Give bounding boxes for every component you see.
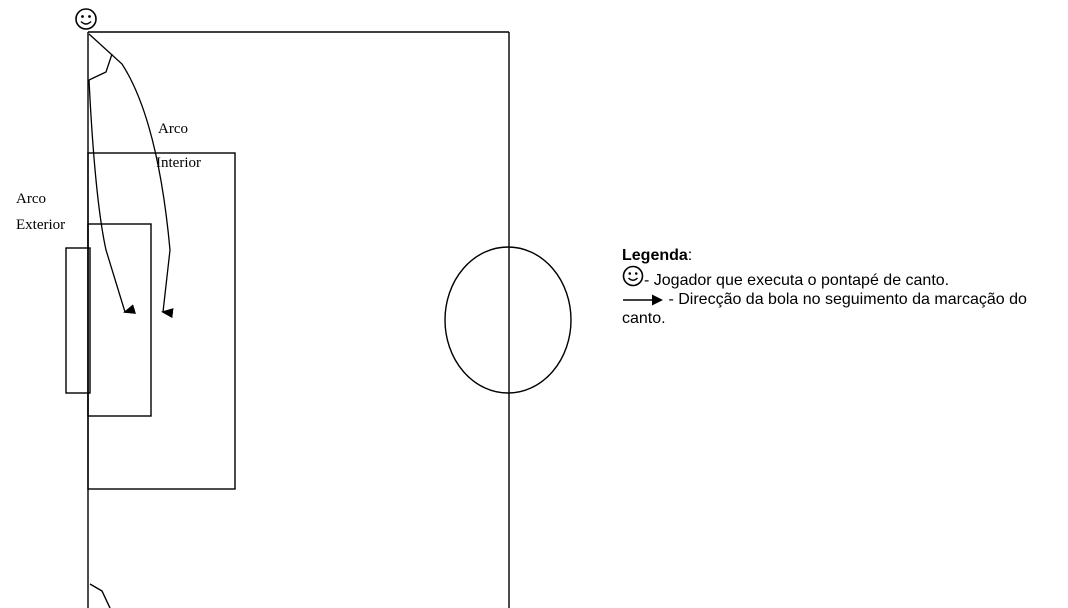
inner-arc-label-line1: Arco [158,121,188,137]
smiley-icon [75,8,97,30]
inner-arc-label-line2: Interior [156,155,201,171]
outer-arc-label-line1: Arco [16,191,46,207]
goal [65,247,91,394]
inner-arc-hook [88,53,113,81]
legend-arrow-row: - Direcção da bola no seguimento da marc… [622,290,1062,328]
smiley-icon [622,265,644,287]
legend-heading: Legenda: [622,246,1062,265]
legend-player-row: - Jogador que executa o pontapé de canto… [622,265,1062,290]
legend-title: Legenda [622,247,688,264]
inner-arc-trajectory [88,33,174,319]
outer-arc-label-line2: Exterior [16,217,65,233]
penalty-area [87,152,236,490]
bottom-corner-arc [89,583,111,608]
outer-arc-trajectory [88,79,137,314]
legend-arrow-text: - Direcção da bola no seguimento da marc… [622,291,1027,327]
legend-title-colon: : [687,247,693,264]
center-circle [444,246,572,394]
field-lines [65,31,572,608]
legend-player-text: - Jogador que executa o pontapé de canto… [644,272,950,289]
goal-area [87,223,152,417]
legend: Legenda: - Jogador que executa o pontapé… [622,246,1062,328]
arrow-right-icon [623,294,663,306]
